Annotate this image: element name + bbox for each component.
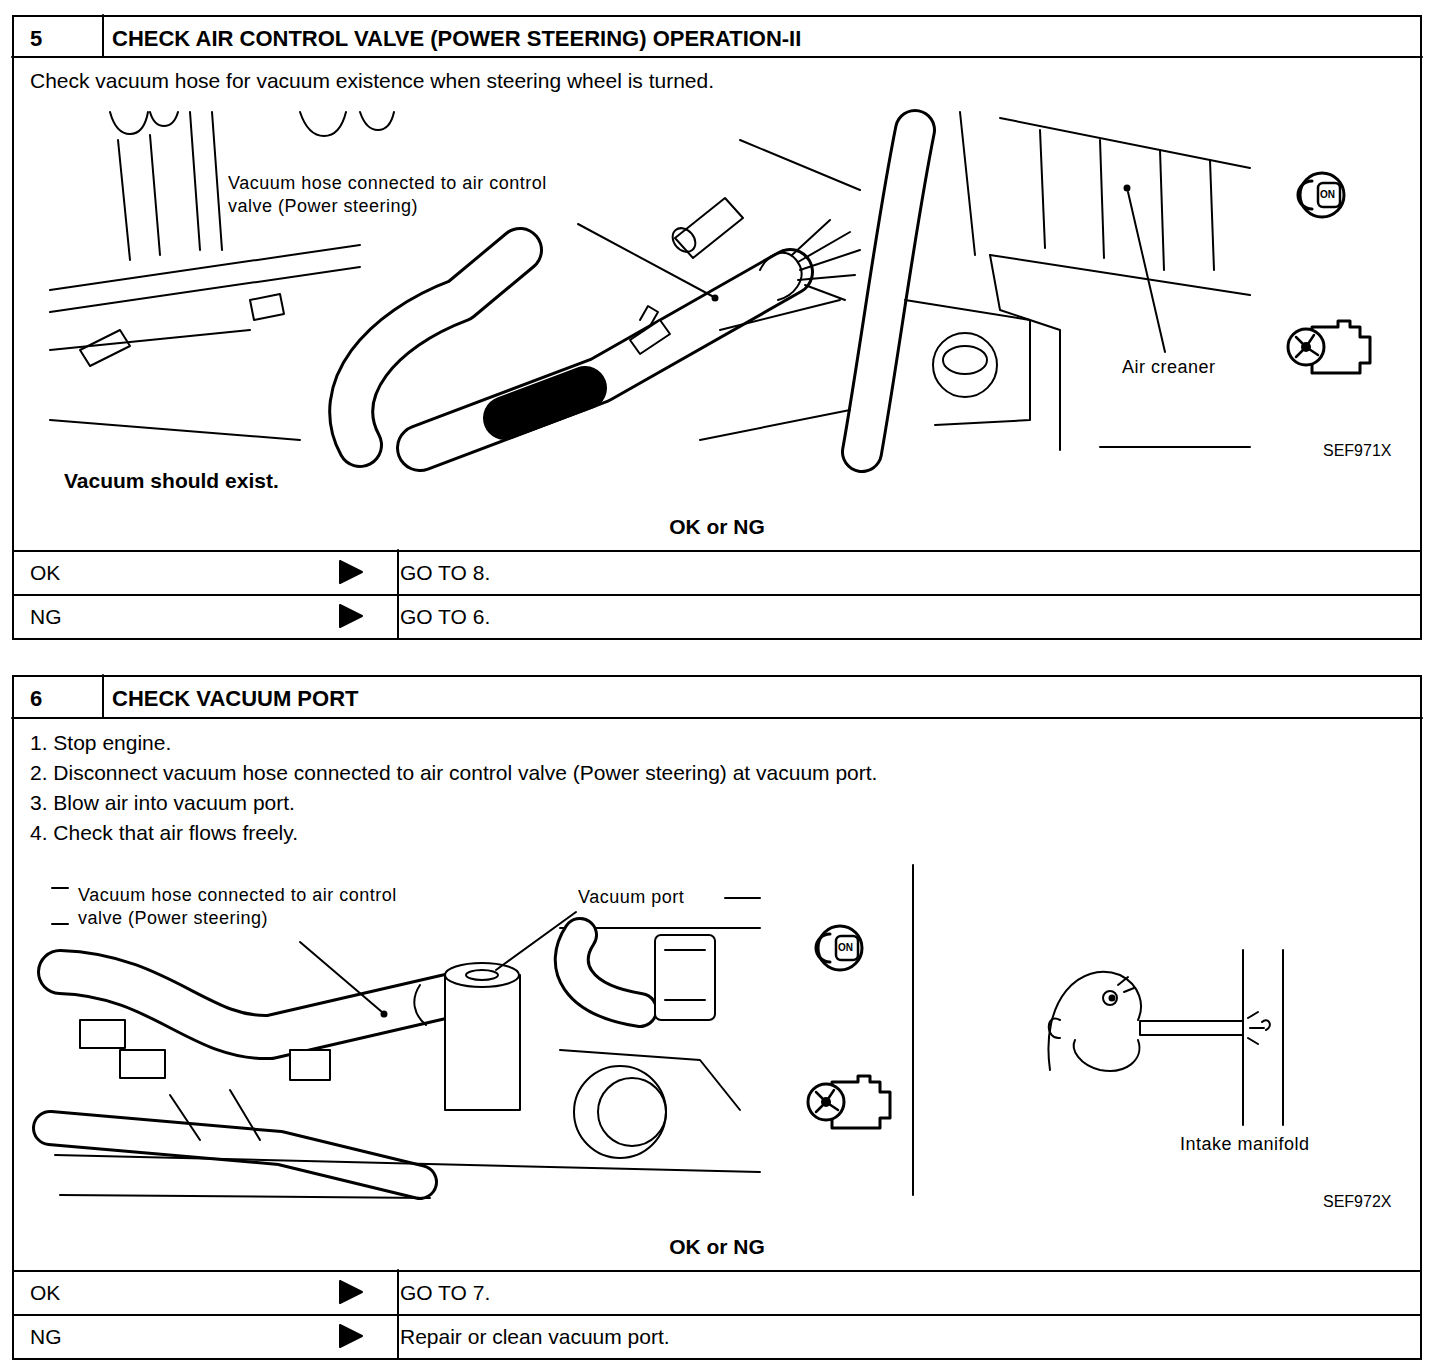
instruction: 2. Disconnect vacuum hose connected to a… — [30, 761, 877, 785]
part-label: Air creaner — [1122, 356, 1216, 379]
figure-code: SEF972X — [1323, 1192, 1391, 1213]
result-code: OK — [30, 1281, 60, 1305]
instruction: 4. Check that air flows freely. — [30, 821, 298, 845]
result-code: NG — [30, 1325, 62, 1349]
result-row: NG GO TO 6. — [14, 594, 1420, 638]
next-action: Repair or clean vacuum port. — [400, 1325, 670, 1349]
step-title: CHECK AIR CONTROL VALVE (POWER STEERING)… — [112, 26, 801, 51]
procedure-step: 5 CHECK AIR CONTROL VALVE (POWER STEERING… — [12, 15, 1422, 640]
step-number: 5 — [30, 26, 42, 51]
part-label: Vacuum hose connected to air control val… — [78, 884, 438, 931]
result-row: OK GO TO 8. — [14, 550, 1420, 594]
part-label: Intake manifold — [1180, 1133, 1310, 1156]
table-rules — [12, 15, 1422, 1358]
figure-sef971x — [50, 112, 1370, 452]
next-action: GO TO 6. — [400, 605, 490, 629]
result-prompt: OK or NG — [14, 515, 1420, 539]
part-label: Vacuum port — [578, 886, 684, 909]
instruction: 1. Stop engine. — [30, 731, 171, 755]
figure-code: SEF971X — [1323, 441, 1391, 462]
result-code: OK — [30, 561, 60, 585]
result-code: NG — [30, 605, 62, 629]
instruction: Check vacuum hose for vacuum existence w… — [30, 69, 714, 93]
next-action: GO TO 7. — [400, 1281, 490, 1305]
result-row: NG Repair or clean vacuum port. — [14, 1314, 1420, 1358]
next-action: GO TO 8. — [400, 561, 490, 585]
step-title: CHECK VACUUM PORT — [112, 686, 358, 711]
result-prompt: OK or NG — [14, 1235, 1420, 1259]
figure-sef972x — [50, 865, 1283, 1198]
instruction: 3. Blow air into vacuum port. — [30, 791, 295, 815]
procedure-step: 6 CHECK VACUUM PORT 1. Stop engine. 2. Disc… — [12, 675, 1422, 1360]
icon-text: ON — [1320, 188, 1335, 201]
step-number: 6 — [30, 686, 42, 711]
criterion: Vacuum should exist. — [64, 469, 279, 493]
result-row: OK GO TO 7. — [14, 1270, 1420, 1314]
icon-text: ON — [838, 941, 853, 954]
part-label: Vacuum hose connected to air control val… — [228, 172, 588, 219]
